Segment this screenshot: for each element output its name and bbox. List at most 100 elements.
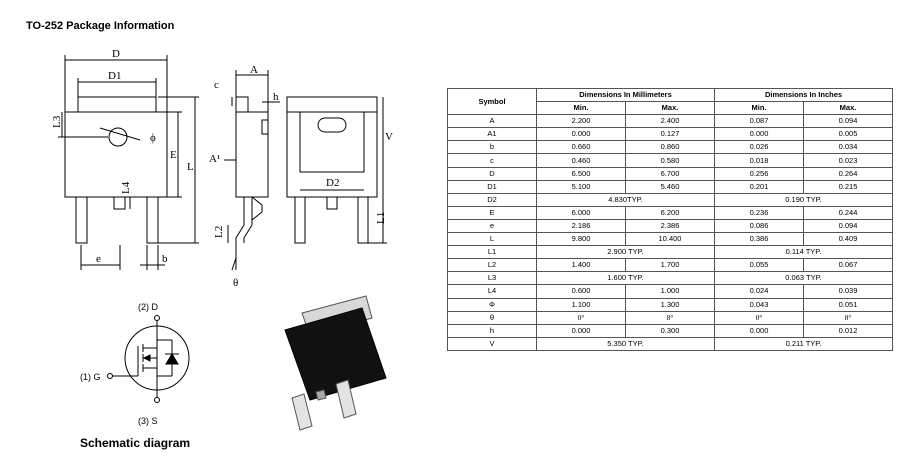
header-inches: Dimensions In Inches	[714, 87, 893, 103]
table-cell: 1.300	[625, 297, 715, 312]
table-cell: 0.860	[625, 140, 715, 155]
table-cell: 0.215	[803, 179, 893, 194]
label-h: h	[273, 91, 279, 103]
table-cell: 9.800	[536, 232, 626, 247]
table-cell: h	[447, 323, 537, 338]
table-cell: 0.256	[714, 166, 804, 181]
label-b: b	[162, 253, 168, 265]
table-cell: 0.067	[803, 258, 893, 273]
label-a: A	[250, 64, 258, 76]
schematic-caption: Schematic diagram	[80, 436, 191, 450]
bottom-view	[286, 96, 387, 244]
header-in-min: Min.	[714, 101, 804, 116]
side-view	[224, 70, 280, 271]
label-l3: L3	[51, 115, 63, 128]
label-l4: L4	[120, 181, 132, 194]
header-mm-min: Min.	[536, 101, 626, 116]
label-d2: D2	[326, 177, 339, 189]
table-cell: 0.386	[714, 232, 804, 247]
dimensions-table: Symbol Dimensions In Millimeters Dimensi…	[447, 87, 893, 351]
table-cell: A	[447, 114, 537, 129]
table-cell: 0.005	[803, 127, 893, 142]
top-view	[58, 55, 199, 270]
header-millimeters: Dimensions In Millimeters	[536, 87, 715, 103]
table-cell: 2.386	[625, 218, 715, 234]
table-cell: 2.400	[625, 114, 715, 129]
table-cell: L	[447, 232, 537, 247]
table-cell: L4	[447, 284, 537, 299]
table-cell: 0.094	[803, 218, 893, 234]
table-cell: 0.018	[714, 153, 804, 168]
table-cell: 5.350 TYP.	[536, 336, 715, 351]
table-cell: A1	[447, 127, 537, 142]
table-cell: Φ	[447, 297, 537, 312]
table-cell: 0.034	[803, 140, 893, 155]
table-cell: E	[447, 205, 537, 220]
label-d1: D1	[108, 70, 121, 82]
table-cell: 0.127	[625, 127, 715, 142]
table-cell: θ	[447, 310, 537, 325]
table-cell: c	[447, 153, 537, 168]
table-cell: 0.055	[714, 258, 804, 273]
label-l2: L2	[213, 226, 225, 238]
table-cell: 0.409	[803, 232, 893, 247]
table-cell: 0.580	[625, 153, 715, 168]
mosfet-symbol	[107, 315, 190, 403]
label-phi: ϕ	[150, 132, 156, 144]
table-cell: 0.000	[714, 323, 804, 338]
header-in-max: Max.	[803, 101, 893, 116]
label-c: c	[214, 79, 219, 91]
table-cell: 6.700	[625, 166, 715, 181]
table-cell: 5.460	[625, 179, 715, 194]
table-cell: L1	[447, 245, 537, 260]
table-cell: D1	[447, 179, 537, 194]
table-cell: 0.114 TYP.	[714, 245, 893, 260]
table-cell: 8°	[803, 310, 893, 325]
table-cell: 6.000	[536, 205, 626, 220]
table-cell: 0.094	[803, 114, 893, 129]
table-cell: 1.700	[625, 258, 715, 273]
pin-gate-label: (1) G	[80, 372, 101, 382]
table-cell: 6.200	[625, 205, 715, 220]
table-cell: 0°	[536, 310, 626, 325]
table-cell: 5.100	[536, 179, 626, 194]
table-cell: b	[447, 140, 537, 155]
table-cell: 0.460	[536, 153, 626, 168]
table-cell: 0.087	[714, 114, 804, 129]
table-cell: 1.400	[536, 258, 626, 273]
table-cell: 0.043	[714, 297, 804, 312]
table-cell: 0.000	[536, 323, 626, 338]
table-cell: 0.660	[536, 140, 626, 155]
table-cell: 10.400	[625, 232, 715, 247]
header-symbol: Symbol	[447, 87, 537, 116]
table-cell: 0.201	[714, 179, 804, 194]
table-cell: 1.100	[536, 297, 626, 312]
table-cell: 2.186	[536, 218, 626, 234]
table-cell: 6.500	[536, 166, 626, 181]
label-e-upper: E	[170, 149, 177, 161]
table-cell: 1.000	[625, 284, 715, 299]
table-cell: L3	[447, 271, 537, 286]
page-title: TO-252 Package Information	[26, 20, 175, 32]
label-a1: A¹	[209, 153, 220, 165]
table-cell: D	[447, 166, 537, 181]
table-cell: 0.264	[803, 166, 893, 181]
table-cell: 0.000	[536, 127, 626, 142]
table-cell: 0°	[714, 310, 804, 325]
table-cell: 2.200	[536, 114, 626, 129]
label-v: V	[385, 131, 393, 143]
